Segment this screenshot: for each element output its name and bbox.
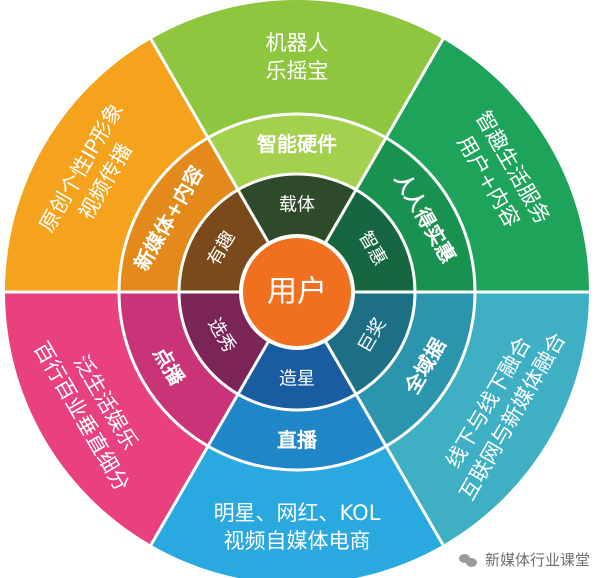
outer-segment-top	[151, 0, 443, 138]
middle-ring	[118, 113, 475, 470]
watermark: 新媒体行业课堂	[458, 549, 590, 570]
divider-line	[323, 339, 445, 546]
outer-label-top-2: 乐摇宝	[266, 59, 329, 83]
middle-segment-upper-left	[119, 137, 238, 292]
middle-label-top: 智能硬件	[257, 132, 337, 156]
outer-label-bottom-1: 明星、网红、KOL	[214, 501, 381, 525]
middle-label-bottom: 直播	[277, 428, 318, 452]
divider-line	[149, 339, 271, 546]
inner-segment-top	[238, 174, 356, 244]
middle-segment-lower-left	[118, 292, 238, 447]
center-circle	[239, 234, 355, 350]
center-label: 用户	[267, 275, 327, 310]
middle-segment-upper-right	[356, 137, 475, 292]
inner-label-top: 载体	[279, 195, 315, 216]
outer-segment-upper-right	[386, 39, 589, 293]
ring-separator	[177, 172, 417, 412]
divider-line	[323, 38, 445, 245]
inner-segment-bottom	[238, 340, 356, 410]
ring-dividers	[5, 38, 589, 546]
outer-ring	[5, 0, 589, 578]
outer-segment-lower-left	[5, 292, 208, 545]
middle-segment-lower-right	[356, 292, 475, 447]
watermark-label: 新媒体行业课堂	[484, 551, 590, 569]
wechat-icon	[458, 552, 479, 568]
ring-separator	[117, 112, 477, 472]
center-hub: 用户	[239, 234, 355, 350]
outer-label-bottom-2: 视频自媒体电商	[224, 529, 371, 553]
inner-label-bottom: 造星	[279, 369, 315, 390]
outer-segment-upper-left	[5, 39, 208, 293]
middle-segment-bottom	[208, 394, 386, 470]
divider-line	[149, 38, 271, 245]
middle-segment-top	[208, 113, 386, 190]
outer-segment-lower-right	[386, 292, 589, 545]
outer-label-top-1: 机器人	[266, 31, 329, 55]
outer-segment-bottom	[151, 446, 443, 578]
